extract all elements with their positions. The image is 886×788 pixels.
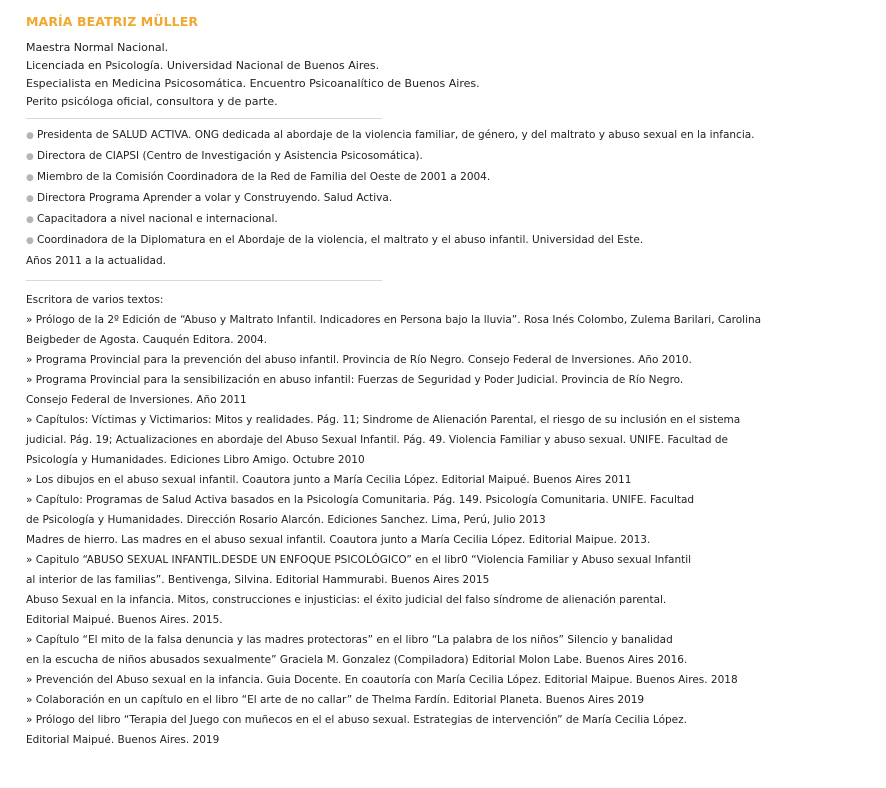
credential-line: Perito psicóloga oficial, consultora y d…: [26, 95, 278, 108]
writings-block: Escritora de varios textos: » Prólogo de…: [26, 290, 866, 750]
writing-line: » Prólogo del libro “Terapia del Juego c…: [26, 714, 687, 726]
writing-line: Editorial Maipué. Buenos Aires. 2019: [26, 734, 220, 746]
list-item: ●Capacitadora a nivel nacional e interna…: [26, 209, 866, 230]
writing-line: » Prevención del Abuso sexual en la infa…: [26, 674, 738, 686]
writing-line: Consejo Federal de Inversiones. Año 2011: [26, 394, 247, 406]
list-item: ●Directora de CIAPSI (Centro de Investig…: [26, 146, 866, 167]
bullet-icon: ●: [26, 173, 34, 183]
writing-line: » Programa Provincial para la prevención…: [26, 354, 692, 366]
writing-line: » Programa Provincial para la sensibiliz…: [26, 374, 684, 386]
list-item: ●Coordinadora de la Diplomatura en el Ab…: [26, 230, 866, 251]
role-text: Coordinadora de la Diplomatura en el Abo…: [37, 234, 644, 246]
list-item: ●Directora Programa Aprender a volar y C…: [26, 188, 866, 209]
credential-line: Especialista en Medicina Psicosomática. …: [26, 77, 480, 90]
writing-line: » Prólogo de la 2º Edición de “Abuso y M…: [26, 314, 762, 326]
bullet-icon: ●: [26, 194, 34, 204]
list-item: ●Miembro de la Comisión Coordinadora de …: [26, 167, 866, 188]
writing-line: » Capítulos: Víctimas y Victimarios: Mit…: [26, 414, 741, 426]
roles-list: ●Presidenta de SALUD ACTIVA. ONG dedicad…: [26, 125, 866, 271]
role-text: Directora Programa Aprender a volar y Co…: [37, 192, 393, 204]
credential-line: Maestra Normal Nacional.: [26, 41, 169, 54]
bullet-icon: ●: [26, 131, 34, 141]
writing-line: » Colaboración en un capítulo en el libr…: [26, 694, 645, 706]
writing-line: al interior de las familias”. Bentivenga…: [26, 574, 490, 586]
writings-heading: Escritora de varios textos:: [26, 294, 164, 306]
credentials-block: Maestra Normal Nacional. Licenciada en P…: [26, 39, 866, 111]
person-name: MARÍA BEATRIZ MÜLLER: [26, 14, 199, 29]
role-text: Directora de CIAPSI (Centro de Investiga…: [37, 150, 423, 162]
writing-line: » Capítulo “El mito de la falsa denuncia…: [26, 634, 673, 646]
role-text: Miembro de la Comisión Coordinadora de l…: [37, 171, 491, 183]
writing-line: en la escucha de niños abusados sexualme…: [26, 654, 688, 666]
section-divider: [26, 118, 382, 119]
role-text: Presidenta de SALUD ACTIVA. ONG dedicada…: [37, 129, 755, 141]
roles-trailing-line: Años 2011 a la actualidad.: [26, 255, 166, 267]
bio-page: MARÍA BEATRIZ MÜLLER Maestra Normal Naci…: [26, 12, 866, 750]
writing-line: Beigbeder de Agosta. Cauquén Editora. 20…: [26, 334, 268, 346]
credential-line: Licenciada en Psicología. Universidad Na…: [26, 59, 380, 72]
writing-line: Abuso Sexual en la infancia. Mitos, cons…: [26, 594, 667, 606]
bullet-icon: ●: [26, 215, 34, 225]
writing-line: judicial. Pág. 19; Actualizaciones en ab…: [26, 434, 728, 446]
bullet-icon: ●: [26, 152, 34, 162]
writing-line: » Capítulo: Programas de Salud Activa ba…: [26, 494, 695, 506]
writing-line: Psicología y Humanidades. Ediciones Libr…: [26, 454, 365, 466]
bullet-icon: ●: [26, 236, 34, 246]
writing-line: » Los dibujos en el abuso sexual infanti…: [26, 474, 632, 486]
writing-line: » Capitulo “ABUSO SEXUAL INFANTIL.DESDE …: [26, 554, 692, 566]
writing-line: Madres de hierro. Las madres en el abuso…: [26, 534, 651, 546]
list-item: ●Presidenta de SALUD ACTIVA. ONG dedicad…: [26, 125, 866, 146]
writing-line: de Psicología y Humanidades. Dirección R…: [26, 514, 546, 526]
writing-line: Editorial Maipué. Buenos Aires. 2015.: [26, 614, 223, 626]
section-divider: [26, 280, 382, 281]
role-text: Capacitadora a nivel nacional e internac…: [37, 213, 278, 225]
